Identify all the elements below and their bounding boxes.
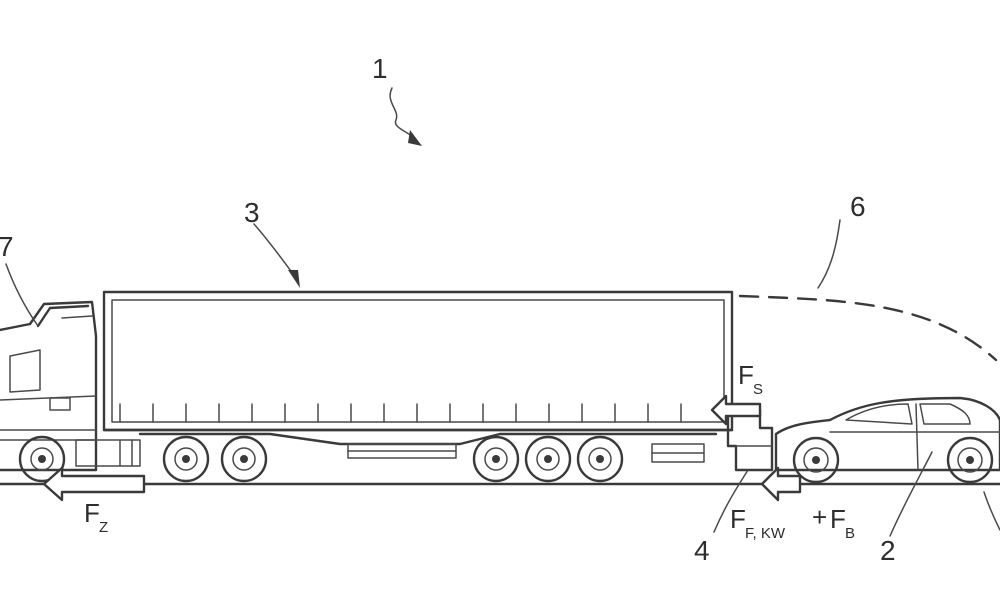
ref-label-3: 3 — [244, 197, 260, 228]
tractor-wheel — [18, 435, 66, 483]
ref-label-7: 7 — [0, 231, 14, 262]
force-label-ff-fb: F F, KW + F B — [730, 502, 855, 542]
force-label-fs: F S — [738, 360, 763, 398]
ref-label-6: 6 — [850, 191, 866, 222]
force-arrow-ff — [760, 466, 802, 502]
tractor-unit — [0, 300, 141, 472]
trailer-wheel — [162, 435, 210, 483]
leader-arrow-1 — [389, 87, 422, 146]
passenger-car — [774, 396, 1000, 472]
force-arrow-fs — [710, 394, 762, 426]
semitrailer — [102, 290, 734, 463]
leader-lines — [5, 219, 1000, 537]
fz-symbol: F — [84, 498, 100, 528]
force-arrow-fz — [42, 466, 146, 502]
trailer-wheel — [472, 435, 520, 483]
ff-symbol: F — [730, 504, 746, 534]
force-label-fz: F Z — [84, 498, 108, 536]
ref-label-2: 2 — [880, 535, 896, 566]
trailer-wheels — [162, 435, 624, 483]
car-rear-wheel — [946, 436, 994, 484]
trailer-curtain-straps — [119, 403, 682, 423]
car-front-wheel — [792, 436, 840, 484]
ref-label-4: 4 — [694, 535, 710, 566]
fs-symbol: F — [738, 360, 754, 390]
fz-subscript: Z — [99, 519, 108, 536]
trailer-wheel — [524, 435, 572, 483]
fs-subscript: S — [753, 381, 763, 398]
ref-label-1: 1 — [372, 53, 388, 84]
fb-symbol: F — [830, 504, 846, 534]
trailer-wheel — [576, 435, 624, 483]
fb-subscript: B — [845, 525, 855, 542]
trailer-wheel — [220, 435, 268, 483]
underride-guard — [726, 408, 774, 472]
trajectory-line — [738, 294, 998, 362]
plus-sign: + — [812, 502, 827, 532]
ff-subscript: F, KW — [745, 525, 786, 542]
